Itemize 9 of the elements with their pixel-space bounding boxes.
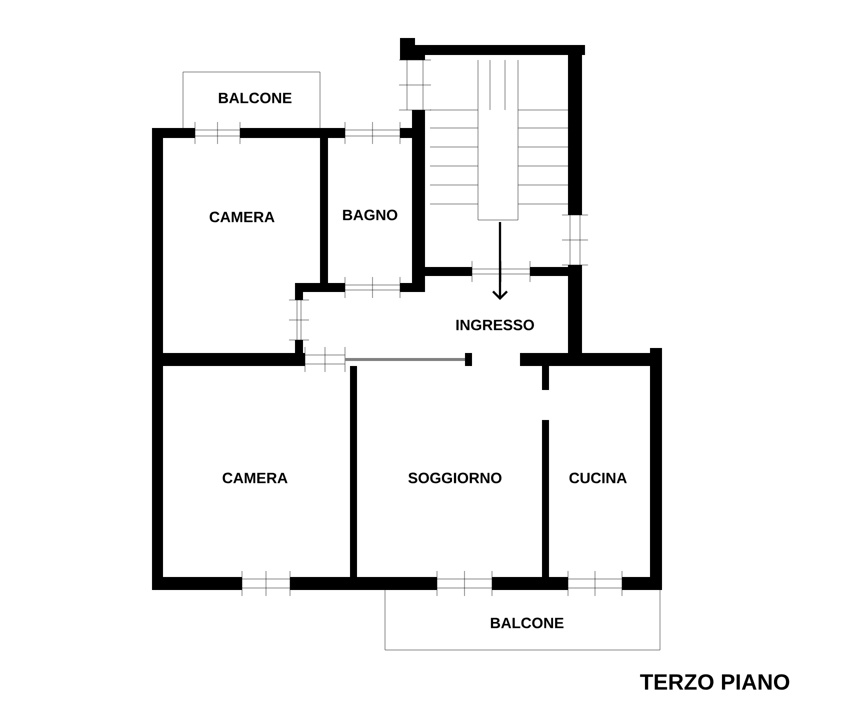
room-label: INGRESSO bbox=[456, 320, 534, 330]
title: TERZO PIANO bbox=[640, 674, 790, 690]
room-label: CAMERA bbox=[210, 212, 274, 222]
room-label: SOGGIORNO bbox=[408, 472, 502, 484]
room-label: CUCINA bbox=[569, 472, 627, 484]
room-label: CAMERA bbox=[222, 472, 288, 484]
room-label: BALCONE bbox=[490, 618, 564, 628]
room-label: BALCONE bbox=[218, 92, 292, 104]
room-label: BAGNO bbox=[343, 210, 398, 220]
